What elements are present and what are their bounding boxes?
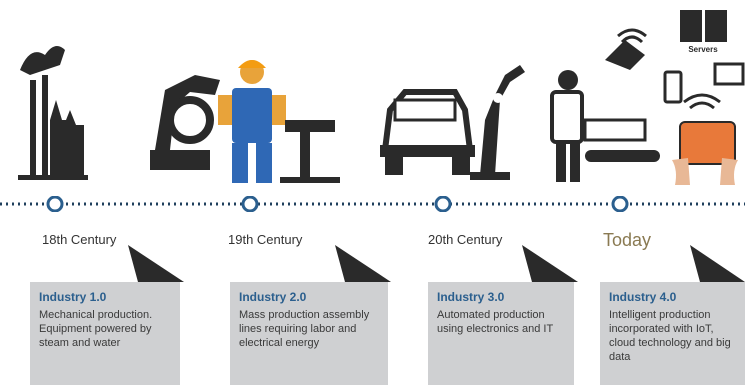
robot-arm-worker-icon <box>150 60 340 183</box>
industry-card-2: Industry 2.0 Mass production assembly li… <box>230 282 388 385</box>
timeline-node-4 <box>611 196 629 212</box>
timeline <box>0 196 745 212</box>
card-description: Mass production assembly lines requiring… <box>239 309 370 349</box>
card-description: Intelligent production incorporated with… <box>609 309 731 363</box>
card-notch-3 <box>522 245 578 282</box>
industry-card-1: Industry 1.0 Mechanical production. Equi… <box>30 282 180 385</box>
servers-label: Servers <box>688 45 718 54</box>
card-title: Industry 3.0 <box>437 290 505 304</box>
card-title: Industry 1.0 <box>39 290 107 304</box>
card-title: Industry 4.0 <box>609 290 677 304</box>
timeline-node-1 <box>46 196 64 212</box>
card-notch-4 <box>690 245 745 282</box>
era-label-4: Today <box>603 230 652 250</box>
era-label-1: 18th Century <box>42 232 117 247</box>
timeline-node-3 <box>434 196 452 212</box>
card-description: Mechanical production. Equipment powered… <box>39 309 153 349</box>
smart-factory-iot-icon <box>550 10 745 185</box>
era-label-2: 19th Century <box>228 232 303 247</box>
timeline-node-2 <box>241 196 259 212</box>
era-label-3: 20th Century <box>428 232 503 247</box>
factory-icon <box>18 46 88 180</box>
industry-card-3: Industry 3.0 Automated production using … <box>428 282 574 385</box>
card-description: Automated production using electronics a… <box>437 309 554 335</box>
industry-card-4: Industry 4.0 Intelligent production inco… <box>600 282 745 385</box>
illustrations: Servers <box>18 10 745 185</box>
car-assembly-robot-icon <box>380 65 525 180</box>
card-notch-2 <box>335 245 391 282</box>
card-notch-1 <box>128 245 184 282</box>
card-title: Industry 2.0 <box>239 290 307 304</box>
